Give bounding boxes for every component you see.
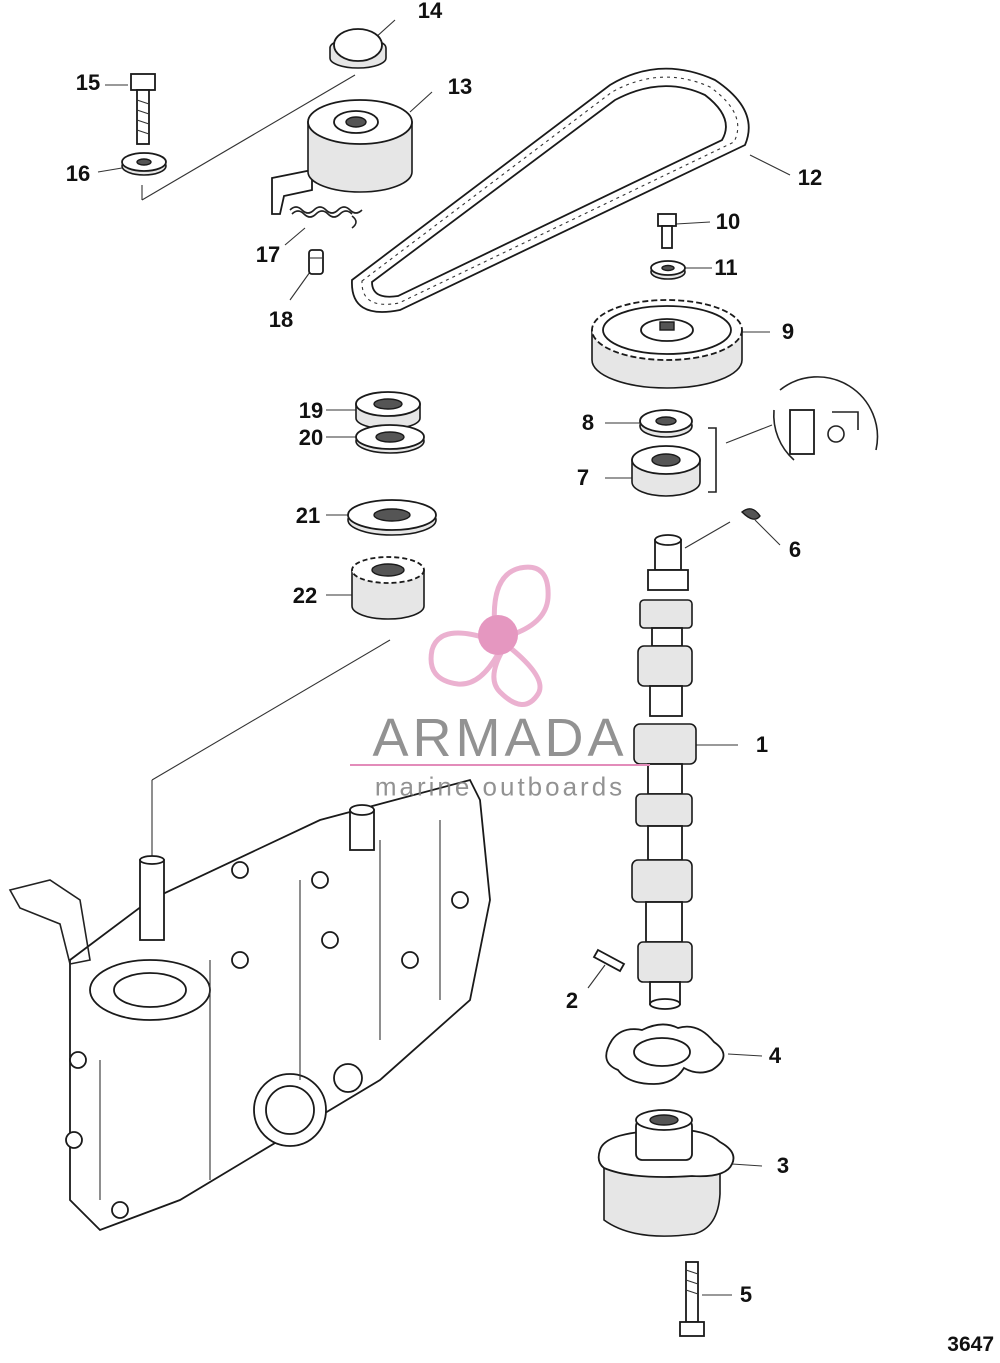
callout-4: 4 — [768, 1043, 782, 1068]
callout-21: 21 — [295, 503, 321, 528]
part-12-timing-belt — [351, 67, 750, 313]
part-10-bolt — [657, 213, 677, 249]
callout-2: 2 — [565, 988, 579, 1013]
callout-1: 1 — [755, 732, 769, 757]
part-2-dowel-pin — [592, 948, 626, 973]
part-13-tensioner-pulley — [271, 99, 413, 215]
part-17-spring — [289, 206, 363, 229]
part-14-cap — [329, 28, 387, 69]
callout-17: 17 — [255, 242, 281, 267]
callout-20: 20 — [298, 425, 324, 450]
part-6-key — [740, 508, 761, 520]
callout-3: 3 — [776, 1153, 790, 1178]
callout-12: 12 — [797, 165, 823, 190]
callout-10: 10 — [715, 209, 741, 234]
callout-9: 9 — [781, 319, 795, 344]
callout-15: 15 — [75, 70, 101, 95]
part-16-washer — [121, 152, 167, 176]
callout-16: 16 — [65, 161, 91, 186]
engine-block — [8, 778, 491, 1232]
callout-8: 8 — [581, 410, 595, 435]
callout-5: 5 — [739, 1282, 753, 1307]
callout-7: 7 — [576, 465, 590, 490]
detail-inset — [772, 376, 879, 461]
callout-6: 6 — [788, 537, 802, 562]
callout-13: 13 — [447, 74, 473, 99]
part-9-camshaft-sprocket — [591, 299, 743, 389]
part-5-bolt — [679, 1261, 705, 1337]
callout-19: 19 — [298, 398, 324, 423]
part-15-bolt — [130, 73, 156, 145]
callout-22: 22 — [292, 583, 318, 608]
part-18-pin — [308, 249, 324, 275]
part-4-gasket — [605, 1023, 725, 1085]
callout-11: 11 — [714, 255, 738, 280]
armada-logo-propeller — [428, 564, 551, 707]
callout-14: 14 — [417, 0, 443, 23]
part-20-washer — [355, 424, 425, 454]
part-21-plate — [347, 499, 437, 536]
part-8-washer — [639, 409, 693, 438]
figure-number: 3647 — [947, 1333, 994, 1356]
leader-lines — [97, 19, 791, 1296]
callout-18: 18 — [268, 307, 294, 332]
watermark-brand: ARMADA — [372, 708, 628, 768]
part-19-nut — [355, 391, 421, 430]
part-11-washer — [650, 260, 686, 280]
part-7-bearing — [631, 427, 717, 497]
part-22-crankshaft-pulley — [351, 556, 425, 620]
part-1-camshaft — [631, 534, 697, 1010]
watermark-tagline: marine outboards — [374, 771, 626, 802]
part-3-oil-pump — [597, 1109, 735, 1237]
